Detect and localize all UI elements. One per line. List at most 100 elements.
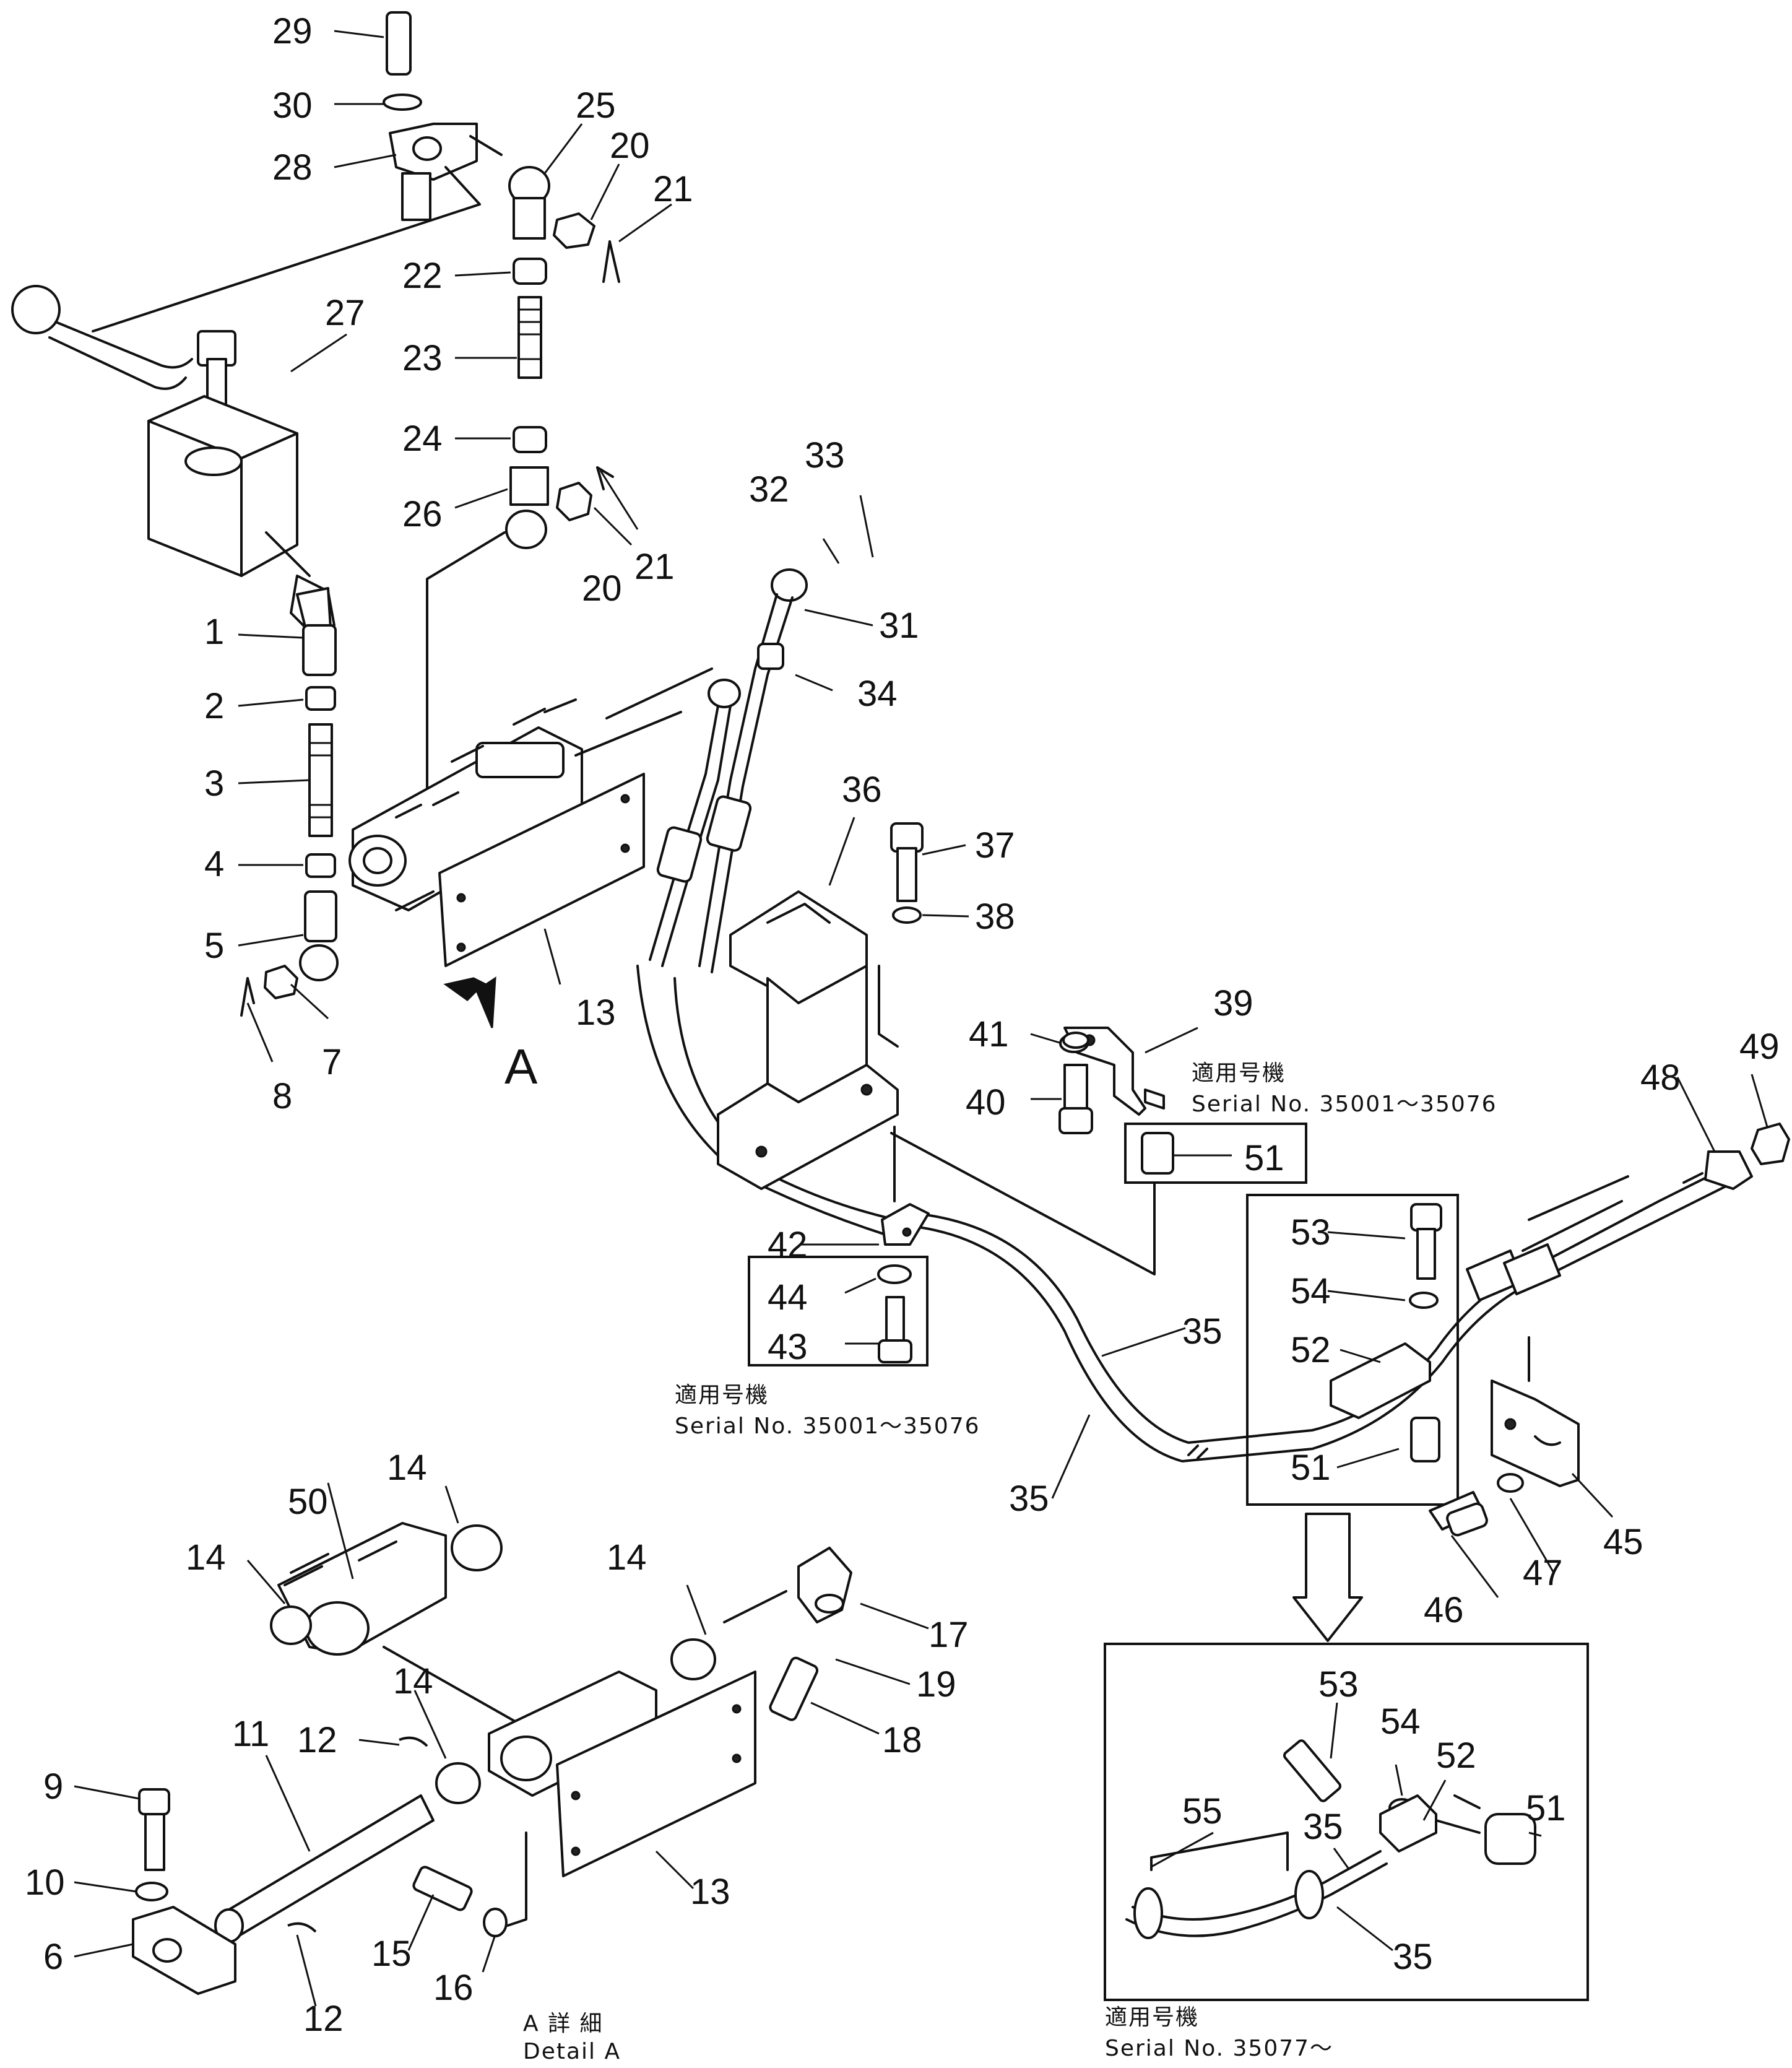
plate-48-nut-49: [1682, 1123, 1790, 1190]
callout: 35: [1182, 1311, 1223, 1352]
leader-lines: [74, 30, 1768, 2007]
callout: 26: [402, 494, 443, 534]
callout: 27: [325, 293, 365, 333]
callout: 14: [393, 1661, 433, 1701]
callout: 34: [857, 674, 898, 714]
serial-note-upper-right: 適用号機 Serial No. 35001～35076: [1192, 1061, 1497, 1117]
bolt-box-43-44: [748, 1256, 928, 1366]
callout: 38: [975, 897, 1015, 937]
serial-note-en: Serial No. 35001～35076: [675, 1414, 980, 1439]
callout: 16: [433, 1968, 474, 2008]
detail-caption-en: Detail A: [523, 2039, 621, 2064]
control-lever-assembly: [11, 285, 335, 633]
callout: 12: [303, 1999, 344, 2039]
callout: 12: [297, 1720, 337, 1760]
callout: 30: [272, 85, 313, 126]
clamp-box-51-54: [1246, 1194, 1459, 1506]
detail-caption-jp: A 詳 細: [523, 2011, 604, 2036]
callout: 18: [882, 1720, 922, 1760]
callout: 43: [768, 1327, 808, 1367]
callout: 21: [634, 547, 675, 587]
serial-note-en: Serial No. 35001～35076: [1192, 1092, 1497, 1117]
callout: 29: [272, 11, 313, 51]
callout: 51: [1244, 1138, 1284, 1178]
callout: 54: [1380, 1701, 1421, 1742]
callout: 23: [402, 338, 443, 378]
callout: 37: [975, 825, 1015, 866]
bolt-37: [890, 822, 924, 924]
callout: 14: [387, 1448, 427, 1488]
serial-note-middle: 適用号機 Serial No. 35001～35076: [675, 1383, 980, 1439]
cable-clamp-42: [881, 1203, 930, 1246]
callout: 9: [43, 1766, 63, 1807]
callout: 31: [879, 606, 919, 646]
callout: 28: [272, 147, 313, 188]
callout: 49: [1739, 1027, 1780, 1067]
callout: 35: [1009, 1479, 1049, 1519]
callout: 11: [232, 1714, 269, 1754]
callout: 52: [1291, 1330, 1331, 1370]
bracket-36: [717, 890, 899, 1190]
callout: 4: [204, 844, 224, 884]
callout: 54: [1291, 1271, 1331, 1311]
detail-a-parts: [132, 1522, 852, 1995]
callout: 32: [749, 469, 789, 510]
detail-a-caption: A 詳 細 Detail A: [523, 2011, 621, 2064]
part-callouts: 29 30 28 25 20 21 22 27 23 24 26 20 21 3…: [25, 11, 1780, 2039]
callout: 44: [768, 1277, 808, 1318]
callout: 3: [204, 763, 224, 804]
callout: 46: [1424, 1590, 1464, 1630]
bracket-39: [1058, 1027, 1165, 1134]
callout: 33: [805, 435, 845, 476]
callout: 41: [969, 1014, 1009, 1054]
view-a-label: A: [504, 1039, 538, 1094]
callout: 42: [768, 1225, 808, 1265]
bracket-45: [1429, 1336, 1580, 1537]
callout: 20: [582, 568, 622, 609]
callout: 13: [576, 993, 616, 1033]
callout: 19: [916, 1664, 956, 1705]
callout: 36: [842, 770, 882, 810]
callout: 51: [1526, 1788, 1566, 1828]
callout: 39: [1213, 983, 1253, 1023]
view-arrow: [443, 976, 496, 1028]
left-rod-stack: [240, 587, 339, 1017]
callout: 17: [928, 1615, 969, 1655]
detail-box-35077: [1104, 1643, 1589, 2001]
callout: 5: [204, 926, 224, 966]
callout: 8: [272, 1076, 292, 1116]
callout: 10: [25, 1862, 65, 1903]
callout: 53: [1318, 1664, 1359, 1705]
upper-rod-stack: [426, 166, 620, 797]
callout: 2: [204, 686, 224, 726]
callout: 14: [607, 1537, 647, 1578]
detail-down-arrow: [1292, 1513, 1363, 1642]
spacer-51-box: [1124, 1123, 1307, 1184]
callout: 50: [288, 1482, 328, 1522]
serial-note-jp: 適用号機: [1192, 1061, 1286, 1086]
serial-note-jp: 適用号機: [675, 1383, 769, 1408]
callout: 24: [402, 419, 443, 459]
callout: 53: [1291, 1212, 1331, 1253]
callout: 25: [576, 85, 616, 126]
shaft-housing-assembly: [348, 667, 713, 967]
callout: 55: [1182, 1791, 1223, 1831]
top-clamp-assembly: [92, 11, 503, 332]
callout: 45: [1603, 1522, 1643, 1562]
callout: 48: [1640, 1058, 1681, 1098]
serial-note-en: Serial No. 35077～: [1105, 2036, 1333, 2061]
serial-note-detail-box: 適用号機 Serial No. 35077～: [1105, 2005, 1333, 2061]
callout: 35: [1393, 1937, 1433, 1977]
serial-note-jp: 適用号機: [1105, 2005, 1199, 2030]
callout: 40: [966, 1082, 1006, 1123]
callout: 52: [1436, 1736, 1476, 1776]
callout: 7: [322, 1042, 342, 1082]
callout: 47: [1523, 1553, 1563, 1593]
callout: 14: [186, 1537, 226, 1578]
callout: 22: [402, 256, 443, 296]
callout: 15: [371, 1934, 412, 1974]
callout: 13: [690, 1872, 730, 1912]
callout: 21: [653, 169, 693, 209]
callout: 35: [1303, 1807, 1343, 1847]
